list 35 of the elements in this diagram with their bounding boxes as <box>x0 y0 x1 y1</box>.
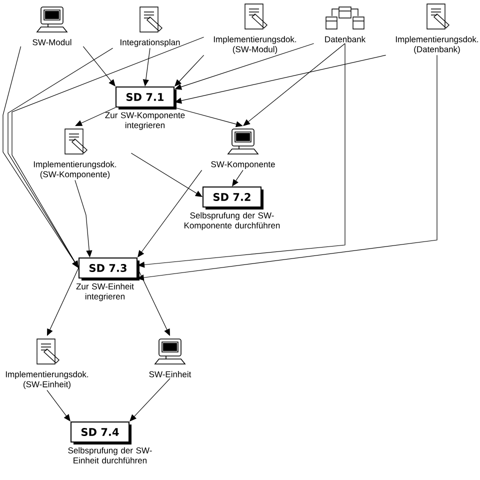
arrow <box>138 170 202 258</box>
icon-caption: SW-Einheit <box>149 371 192 378</box>
arrow <box>75 107 116 126</box>
process-box: SD 7.4 <box>70 422 132 444</box>
box-caption: Zur SW-Einheit integrieren <box>76 283 134 302</box>
arrow <box>47 268 79 336</box>
box-caption: Selbsprufung der SW-Komponente durchführen <box>184 212 280 230</box>
icon-caption: Implementierungsdok. (SW-Modul) <box>214 36 296 54</box>
icon-caption: Integrationsplan <box>120 39 180 47</box>
arrow <box>174 43 314 90</box>
process-box: SD 7.3 <box>78 258 140 280</box>
icon-caption: Implementierungsdok. (Datenbank) <box>396 36 478 54</box>
arrow <box>174 54 386 104</box>
icon-caption: Implementierungsdok. (SW-Einheit) <box>6 371 88 389</box>
arrow <box>74 180 92 258</box>
arrow <box>46 390 70 422</box>
arrow <box>130 378 170 422</box>
process-box: SD 7.2 <box>202 186 264 210</box>
arrow <box>8 48 114 268</box>
icon-caption: Implementierungsdok. (SW-Komponente) <box>34 161 116 179</box>
icon-caption: Datenbank <box>325 36 366 42</box>
arrow <box>82 46 116 86</box>
arrow <box>142 48 150 86</box>
arrow <box>130 152 202 197</box>
arrow <box>12 36 204 268</box>
box-caption: Selbsprufung der SW-Einheit durchführen <box>68 447 152 464</box>
arrow <box>138 43 346 268</box>
arrow <box>243 43 346 126</box>
arrow <box>232 170 244 186</box>
icon-caption: SW-Modul <box>32 39 72 46</box>
process-box: SD 7.1 <box>116 86 176 110</box>
icon-caption: SW-Komponente <box>211 161 275 169</box>
box-caption: Zur SW-Komponente integrieren <box>105 112 185 130</box>
arrow <box>174 54 204 86</box>
arrow <box>174 107 243 128</box>
